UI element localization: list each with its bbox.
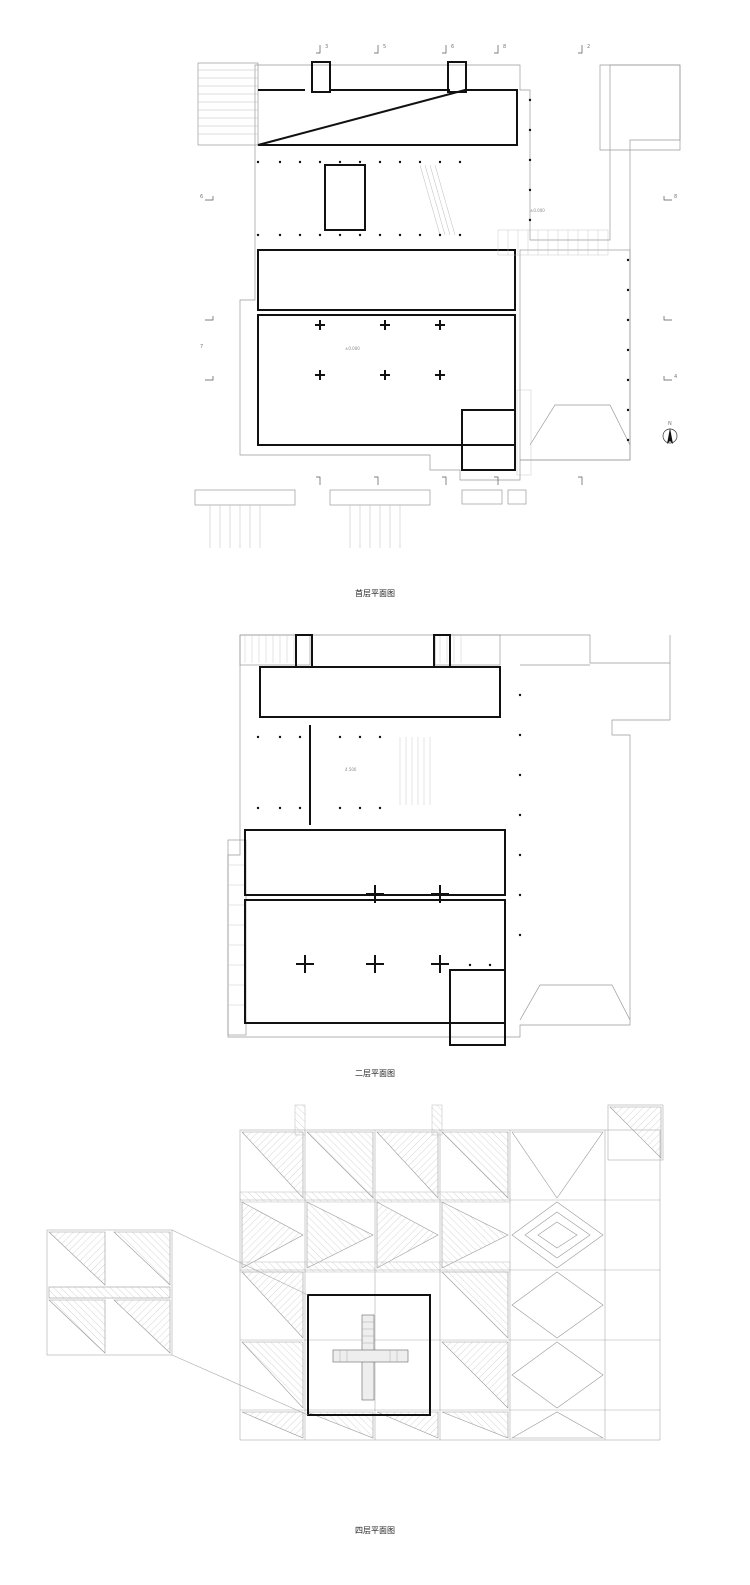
second-floor-plan: 4.500 [0,625,750,1065]
ground-floor-plan: 3 5 6 8 2 6 8 7 4 ±0.000 ±0.000 N [0,0,750,600]
north-label: N [668,421,672,427]
fourth-floor-drawing [46,1104,664,1441]
second-floor-drawing: 4.500 [227,634,671,1046]
axis-label: 6 [200,194,203,200]
level-mark: ±0.000 [345,346,360,351]
ground-floor-drawing: 3 5 6 8 2 6 8 7 4 ±0.000 ±0.000 N [194,44,681,548]
axis-label: 4 [674,374,677,380]
axis-label: 7 [200,344,203,350]
axis-label: 8 [503,44,506,50]
ground-floor-title: 首层平面图 [355,589,395,598]
north-arrow-icon: N [662,421,678,444]
fourth-floor-title: 四层平面图 [355,1526,395,1535]
axis-label: 8 [674,194,677,200]
axis-label: 5 [383,44,386,50]
level-mark: ±0.000 [530,208,545,213]
axis-label: 6 [451,44,454,50]
second-floor-title: 二层平面图 [355,1069,395,1078]
axis-label: 2 [587,44,590,50]
level-mark: 4.500 [345,767,357,772]
axis-label: 3 [325,44,328,50]
fourth-floor-plan [0,1100,750,1520]
